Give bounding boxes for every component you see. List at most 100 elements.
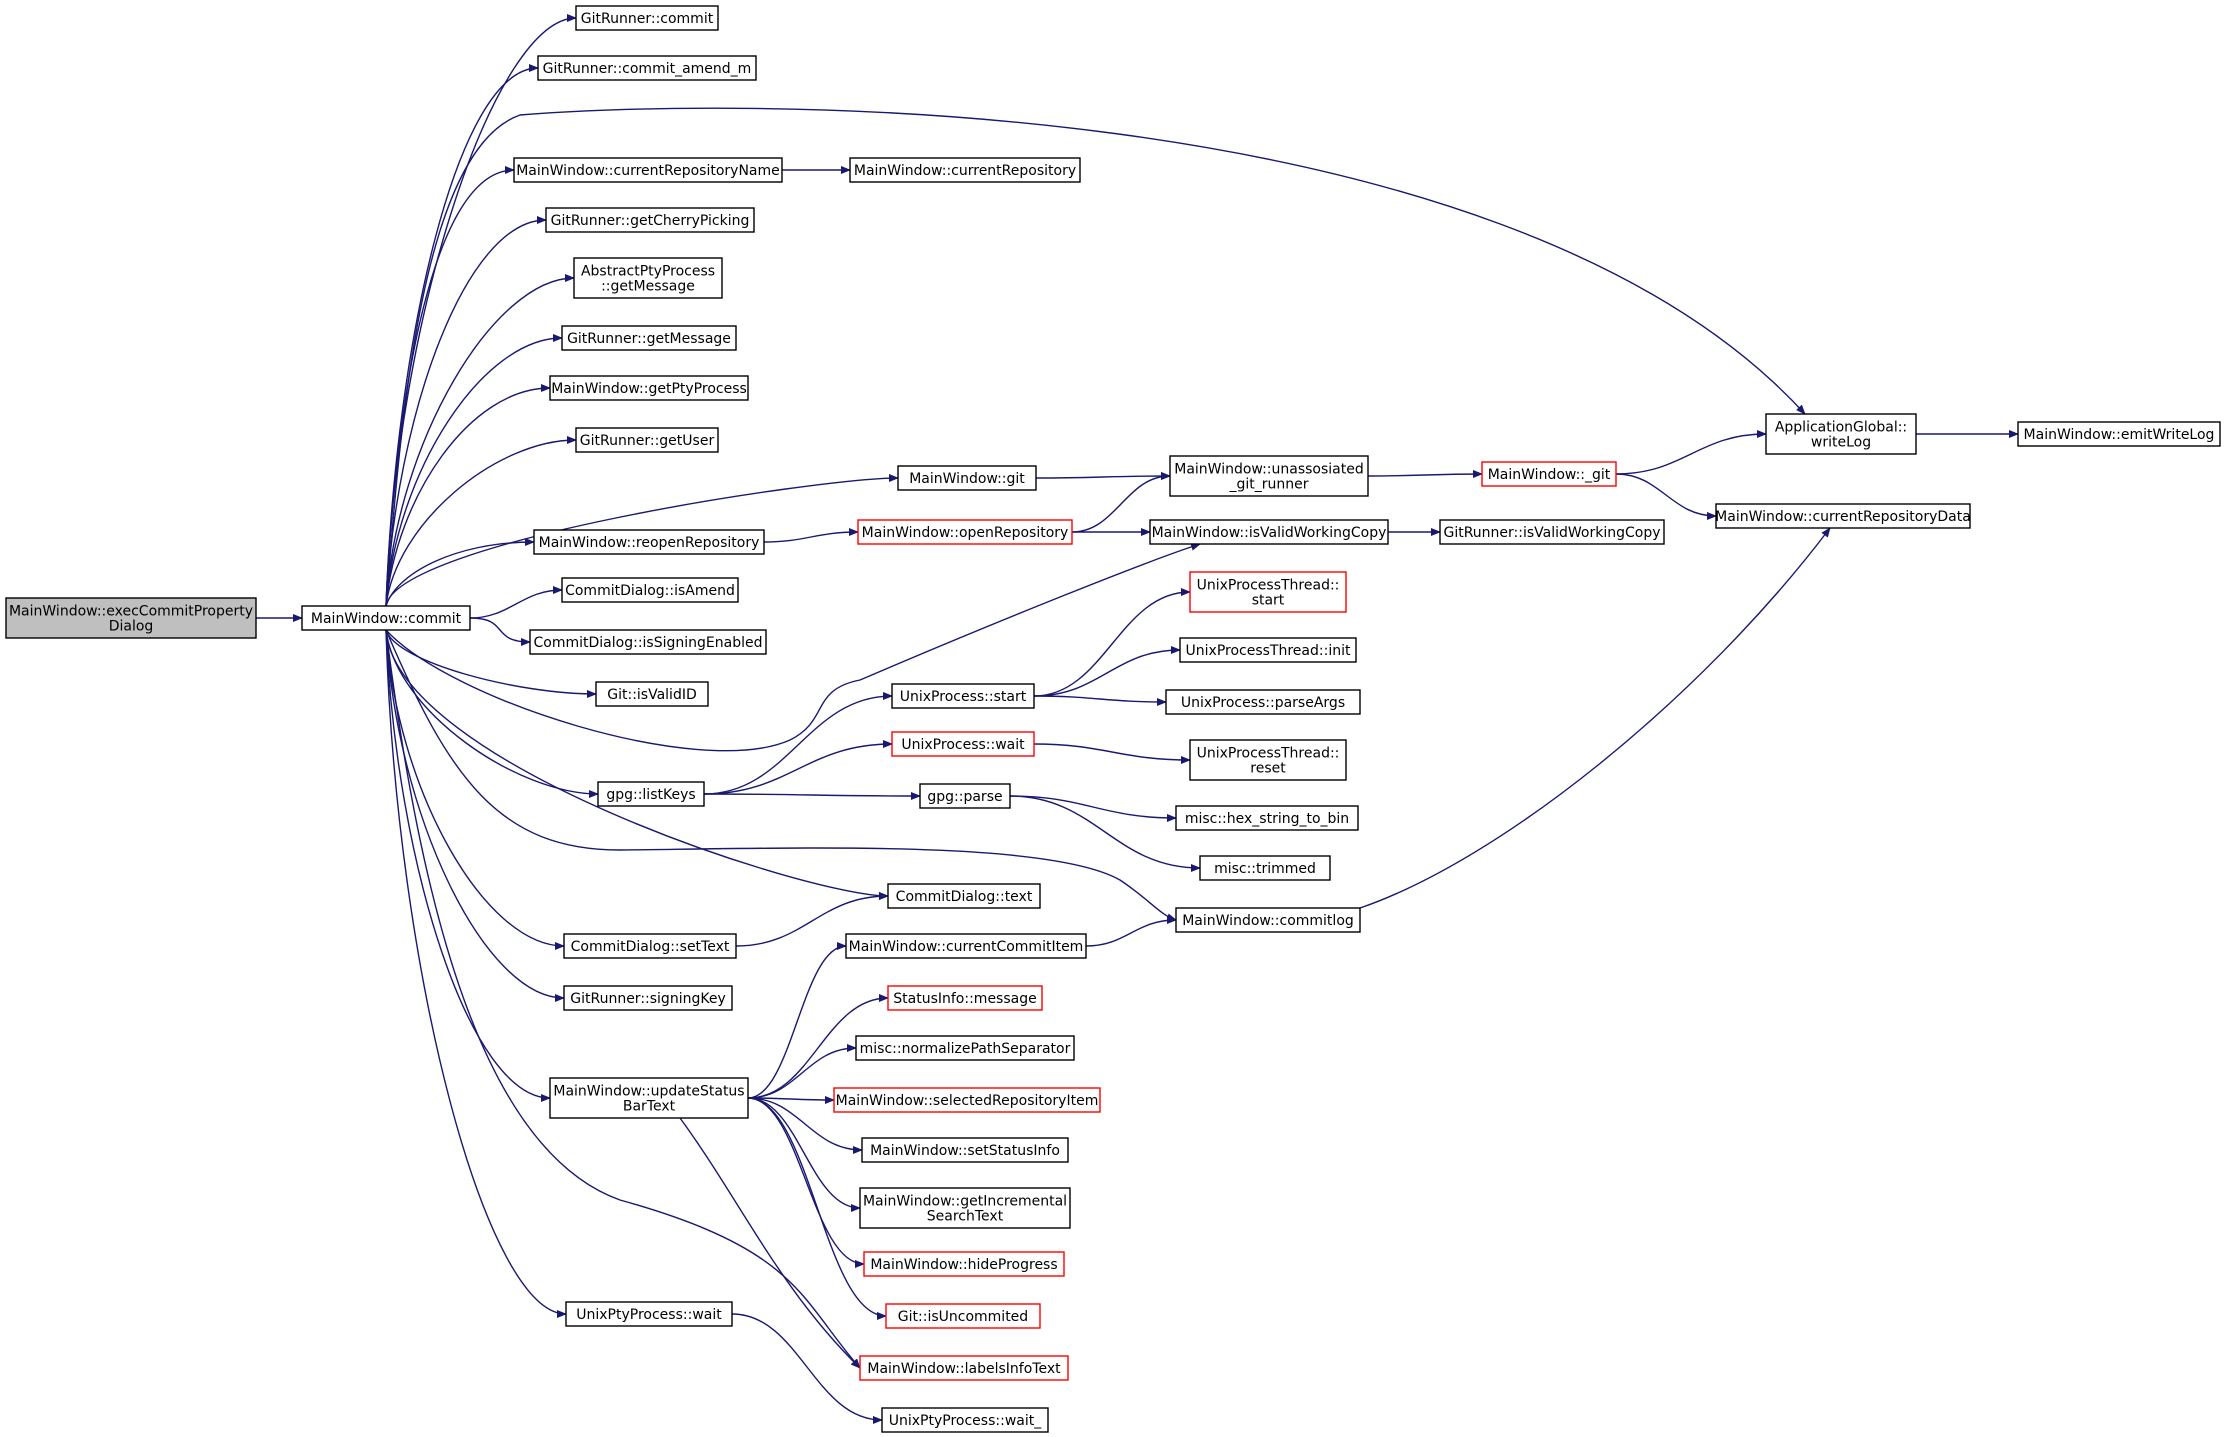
edge-up_wait-to-upt_reset — [1033, 743, 1191, 764]
edge-commit-to-cd_isamend — [469, 586, 563, 619]
node-mw--git[interactable]: MainWindow::_git — [1481, 461, 1617, 487]
node-commit[interactable]: MainWindow::commit — [301, 605, 471, 631]
node-gpg-listkeys[interactable]: gpg::listKeys — [597, 781, 705, 807]
node-gpg-parse[interactable]: gpg::parse — [919, 783, 1011, 809]
node-mw-reopen[interactable]: MainWindow::reopenRepository — [533, 529, 765, 555]
node-apty-getmsg[interactable]: AbstractPtyProcess::getMessage — [573, 257, 723, 299]
edge-commit-to-mw_git — [385, 474, 899, 607]
node-box — [1199, 855, 1331, 881]
node-misc-hex[interactable]: misc::hex_string_to_bin — [1175, 805, 1359, 831]
node-upt-reset[interactable]: UnixProcessThread::reset — [1189, 739, 1347, 781]
node-gr-getmsg[interactable]: GitRunner::getMessage — [561, 325, 737, 351]
node-misc-trimmed[interactable]: misc::trimmed — [1199, 855, 1331, 881]
node-up-start[interactable]: UnixProcess::start — [891, 683, 1035, 709]
node-gr-isvalid[interactable]: GitRunner::isValidWorkingCopy — [1439, 519, 1665, 545]
node-label: BarText — [623, 1099, 676, 1115]
edge-up_start-to-upt_start — [1033, 588, 1191, 697]
node-label: MainWindow::currentCommitItem — [849, 939, 1084, 955]
node-up-wait[interactable]: UnixProcess::wait — [891, 731, 1035, 757]
node-mw-cur-repo[interactable]: MainWindow::currentRepository — [849, 157, 1081, 183]
node-label: CommitDialog::isAmend — [565, 583, 735, 599]
node-label: MainWindow::commitlog — [1182, 913, 1354, 929]
edge-commit-to-mw_update_status — [385, 629, 551, 1102]
node-cd-isamend[interactable]: CommitDialog::isAmend — [561, 577, 739, 603]
node-mw-getpty[interactable]: MainWindow::getPtyProcess — [549, 375, 749, 401]
node-mw-cur-repo-name[interactable]: MainWindow::currentRepositoryName — [513, 157, 783, 183]
node-box — [861, 1137, 1069, 1163]
node-gr-getuser[interactable]: GitRunner::getUser — [575, 427, 719, 453]
node-box — [301, 605, 471, 631]
node-up-parseargs[interactable]: UnixProcess::parseArgs — [1165, 689, 1361, 715]
node-box — [1481, 461, 1617, 487]
node-box — [919, 783, 1011, 809]
node-box — [537, 55, 757, 81]
edge-mw_update_status-to-misc_normalize — [747, 1044, 857, 1099]
node-label: MainWindow::updateStatus — [553, 1084, 744, 1100]
node-misc-normalize[interactable]: misc::normalizePathSeparator — [855, 1035, 1075, 1061]
node-box — [549, 1077, 749, 1119]
node-git-isvalidid[interactable]: Git::isValidID — [595, 681, 709, 707]
node-upty-wait[interactable]: UnixPtyProcess::wait — [565, 1301, 733, 1327]
node-cd-settext[interactable]: CommitDialog::setText — [563, 933, 737, 959]
node-box — [849, 157, 1081, 183]
node-label: misc::normalizePathSeparator — [860, 1041, 1071, 1057]
edge-mw_update_status-to-mw_selected_repo — [747, 1095, 835, 1104]
node-gr-commit-amend[interactable]: GitRunner::commit_amend_m — [537, 55, 757, 81]
node-gr-cherry[interactable]: GitRunner::getCherryPicking — [545, 207, 755, 233]
node-box — [897, 465, 1037, 491]
node-label: GitRunner::getMessage — [567, 331, 731, 347]
node-cd-text[interactable]: CommitDialog::text — [887, 883, 1041, 909]
node-mw-isvalid[interactable]: MainWindow::isValidWorkingCopy — [1149, 519, 1389, 545]
node-gr-commit[interactable]: GitRunner::commit — [575, 5, 719, 31]
node-box — [575, 5, 719, 31]
node-box — [887, 985, 1043, 1011]
node-mw-commitlog[interactable]: MainWindow::commitlog — [1175, 907, 1361, 933]
node-mw-cur-commit-item[interactable]: MainWindow::currentCommitItem — [845, 933, 1087, 959]
edge-commit-to-apty_getmsg — [385, 274, 575, 607]
edge-commit-to-mw_cur_repo_name — [385, 166, 515, 607]
edge-mw_open-to-mw_unassoc — [1071, 472, 1171, 533]
node-si-message[interactable]: StatusInfo::message — [887, 985, 1043, 1011]
edge-mw_commitlog-to-mw_cur_repo_data — [1359, 527, 1831, 909]
edge-commit-to-git_isvalidid — [385, 629, 597, 698]
node-git-isuncommited[interactable]: Git::isUncommited — [885, 1303, 1041, 1329]
node-upty-wait-[interactable]: UnixPtyProcess::wait_ — [881, 1407, 1049, 1433]
edge-cd_settext-to-cd_text — [735, 892, 889, 947]
node-box — [1165, 689, 1361, 715]
node-mw-unassoc[interactable]: MainWindow::unassosiated_git_runner — [1169, 455, 1369, 497]
node-mw-cur-repo-data[interactable]: MainWindow::currentRepositoryData — [1715, 503, 1971, 529]
node-mw-setstatus[interactable]: MainWindow::setStatusInfo — [861, 1137, 1069, 1163]
node-label: Git::isValidID — [607, 687, 697, 703]
node-mw-hideprogress[interactable]: MainWindow::hideProgress — [863, 1251, 1065, 1277]
edge-commit-to-gr_cherry — [385, 216, 547, 607]
edge-layer — [256, 14, 2019, 1424]
node-box — [561, 325, 737, 351]
node-gr-signingkey[interactable]: GitRunner::signingKey — [563, 985, 733, 1011]
node-mw-git[interactable]: MainWindow::git — [897, 465, 1037, 491]
node-label: UnixProcess::start — [900, 689, 1027, 705]
node-box — [863, 1251, 1065, 1277]
edge-commit-to-gr_commit — [385, 14, 577, 607]
node-box — [1715, 503, 1971, 529]
node-ag-writelog[interactable]: ApplicationGlobal::writeLog — [1765, 413, 1917, 455]
node-cd-signing[interactable]: CommitDialog::isSigningEnabled — [529, 629, 767, 655]
node-label: MainWindow::setStatusInfo — [870, 1143, 1060, 1159]
node-label: UnixProcess::wait — [901, 737, 1025, 753]
node-mw-open[interactable]: MainWindow::openRepository — [857, 519, 1073, 545]
node-label: MainWindow::selectedRepositoryItem — [836, 1093, 1099, 1109]
node-label: GitRunner::getUser — [580, 433, 715, 449]
node-mw-selected-repo[interactable]: MainWindow::selectedRepositoryItem — [833, 1087, 1101, 1113]
node-label: StatusInfo::message — [893, 991, 1036, 1007]
node-mw-emitwritelog[interactable]: MainWindow::emitWriteLog — [2017, 421, 2221, 447]
node-box — [575, 427, 719, 453]
node-box — [513, 157, 783, 183]
edge-commit-to-cd_text — [385, 629, 889, 900]
node-mw-labels[interactable]: MainWindow::labelsInfoText — [859, 1355, 1069, 1381]
node-upt-start[interactable]: UnixProcessThread::start — [1189, 571, 1347, 613]
node-upt-init[interactable]: UnixProcessThread::init — [1179, 637, 1357, 663]
node-box — [859, 1187, 1071, 1229]
